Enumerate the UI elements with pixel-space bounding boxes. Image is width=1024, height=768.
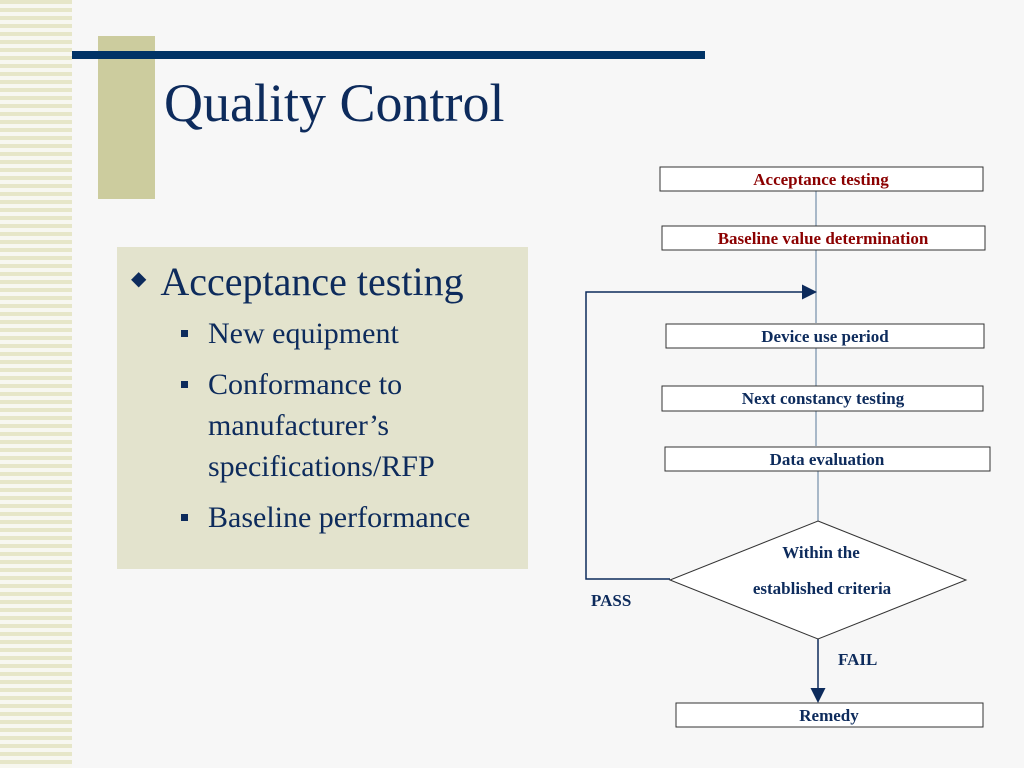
flow-step-baseline-value: Baseline value determination [661,225,986,251]
flow-step-acceptance-testing: Acceptance testing [659,166,984,192]
sub-bullet-item: New equipment [181,313,516,354]
sub-bullet-text: New equipment [208,317,399,350]
square-bullet-icon [181,381,188,388]
slide-title: Quality Control [164,73,505,133]
main-bullet: ◆ Acceptance testing [131,259,516,305]
title-accent-block [98,36,155,199]
flow-step-next-constancy-testing: Next constancy testing [661,385,984,412]
main-bullet-text: Acceptance testing [160,259,464,304]
fail-label: FAIL [838,650,877,669]
sub-bullet-text: Baseline performance [208,501,471,534]
flow-step-data-evaluation: Data evaluation [664,446,991,472]
decision-label-line2: established criteria [753,579,892,598]
flow-step-label: Acceptance testing [753,170,889,189]
decorative-stripes [0,0,72,768]
flow-step-device-use-period: Device use period [665,323,985,349]
diamond-bullet-icon: ◆ [131,268,147,290]
flow-step-label: Device use period [761,327,889,346]
decision-diamond: Within the established criteria [668,520,968,640]
flow-step-remedy: Remedy [675,702,984,728]
square-bullet-icon [181,330,188,337]
flow-step-label: Baseline value determination [718,229,929,248]
flow-step-label: Next constancy testing [742,389,905,408]
flow-step-label: Data evaluation [770,450,885,469]
sub-bullet-list: New equipment Conformance to manufacture… [181,313,516,538]
sub-bullet-text: Conformance to manufacturer’s specificat… [208,368,435,483]
square-bullet-icon [181,514,188,521]
title-bar [72,51,705,59]
bullet-panel: ◆ Acceptance testing New equipment Confo… [117,247,528,569]
sub-bullet-item: Baseline performance [181,497,516,538]
pass-label: PASS [591,591,631,610]
sub-bullet-item: Conformance to manufacturer’s specificat… [181,364,516,487]
pass-loop-arrow [585,284,817,580]
flow-step-label: Remedy [799,706,859,725]
decision-label-line1: Within the [782,543,860,562]
